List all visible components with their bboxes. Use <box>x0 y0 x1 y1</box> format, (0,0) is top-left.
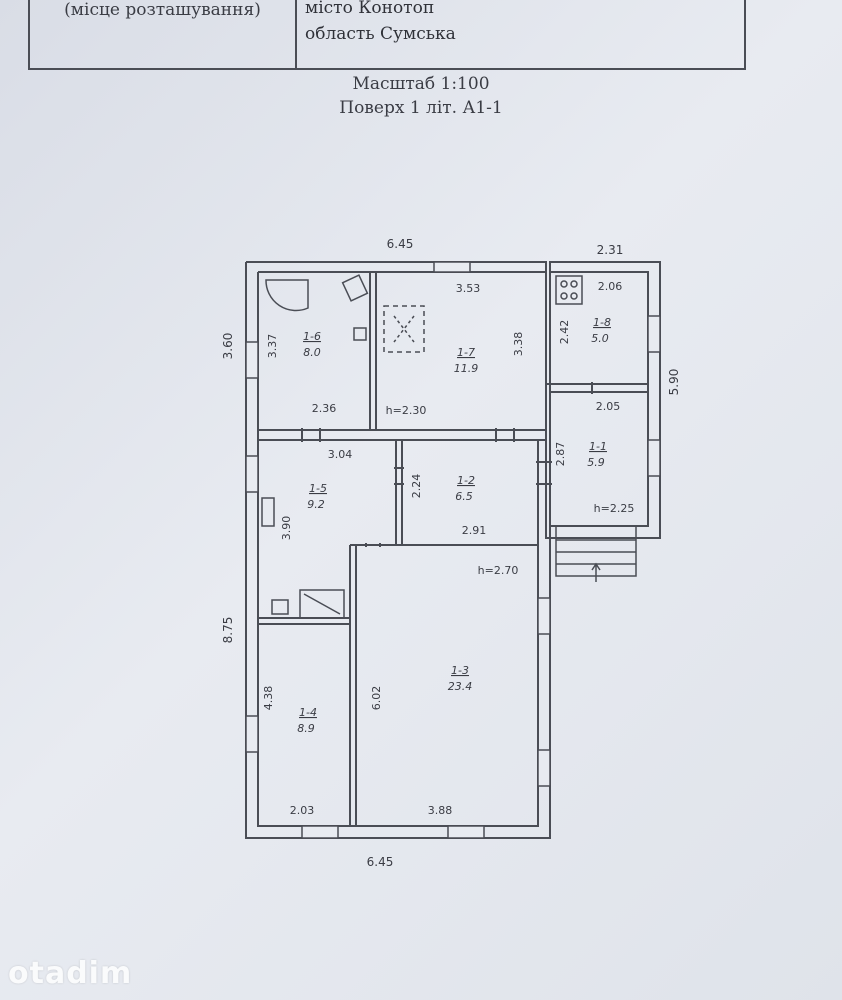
watermark-logo: otadim <box>8 956 133 991</box>
dim-left-upper: 3.60 <box>221 333 235 360</box>
r11-ceiling-height: h=2.25 <box>594 502 635 515</box>
dim-top-right: 2.31 <box>597 243 624 257</box>
r18-width-dim: 2.06 <box>598 280 623 293</box>
region-value: область Сумська <box>305 24 456 44</box>
location-label: (місце розташування) <box>64 0 261 20</box>
outer-wall-top-right <box>246 261 661 539</box>
r13-ceiling-height: h=2.70 <box>478 564 519 577</box>
room-1-8-area: 5.0 <box>591 332 609 345</box>
r11-height-dim: 2.87 <box>554 442 567 467</box>
shower-fixture <box>265 279 309 312</box>
r15-height-dim: 3.90 <box>280 516 293 541</box>
r12-width-dim: 2.91 <box>462 524 487 537</box>
room-1-4-area: 8.9 <box>297 722 315 735</box>
room-1-3-area: 23.4 <box>448 680 473 693</box>
room-1-1-area: 5.9 <box>587 456 605 469</box>
room-1-7-area: 11.9 <box>454 362 479 375</box>
r14-width-dim: 2.03 <box>290 804 315 817</box>
dim-bottom: 6.45 <box>367 855 394 869</box>
sink-fixture <box>353 327 367 341</box>
dim-top-main: 6.45 <box>387 237 414 251</box>
room-1-2-id: 1-2 <box>457 474 475 487</box>
room-1-6-id: 1-6 <box>303 330 321 343</box>
room-1-3-id: 1-3 <box>451 664 469 677</box>
r17-ceiling-height: h=2.30 <box>386 404 427 417</box>
header-divider <box>295 0 297 68</box>
r17-height-dim: 3.38 <box>512 332 525 357</box>
stove-fixture <box>383 305 425 353</box>
r17-width-dim: 3.53 <box>456 282 481 295</box>
cooktop-fixture <box>555 275 583 305</box>
dim-left-total: 8.75 <box>221 617 235 644</box>
room-1-7-id: 1-7 <box>457 346 475 359</box>
r15-width-dim: 3.04 <box>328 448 353 461</box>
room-1-2-area: 6.5 <box>455 490 473 503</box>
porch <box>555 526 637 582</box>
room-1-4-id: 1-4 <box>299 706 317 719</box>
r13-height-dim: 6.02 <box>370 686 383 711</box>
floor-caption: Поверх 1 літ. А1-1 <box>339 98 503 118</box>
wall-15-12 <box>395 440 403 545</box>
r11-width-dim: 2.05 <box>596 400 621 413</box>
city-value: місто Конотоп <box>305 0 435 18</box>
toilet-fixture <box>341 274 369 302</box>
room-1-8-id: 1-8 <box>593 316 611 329</box>
r13-width-dim: 3.88 <box>428 804 453 817</box>
wall-14-top <box>258 617 350 625</box>
room-1-1-id: 1-1 <box>589 440 607 453</box>
r14-height-dim: 4.38 <box>262 686 275 711</box>
outer-wall-left-bottom <box>245 262 551 839</box>
wall-16-17 <box>369 272 377 430</box>
wall-18-11 <box>546 383 648 393</box>
dim-right-total: 5.90 <box>667 369 681 396</box>
header-table: (місце розташування) місто Конотоп облас… <box>28 0 746 70</box>
room-1-5-id: 1-5 <box>309 482 327 495</box>
room-1-6-area: 8.0 <box>303 346 321 359</box>
r16-height-dim: 3.37 <box>266 334 279 359</box>
boiler-fixture <box>261 497 275 527</box>
small-unit-fixture <box>271 599 289 615</box>
wall-13 <box>349 544 538 826</box>
scale-caption: Масштаб 1:100 <box>352 74 490 94</box>
r16-width-dim: 2.36 <box>312 402 337 415</box>
r18-height-dim: 2.42 <box>558 320 571 345</box>
stair-fixture <box>299 589 345 619</box>
r12-height-dim: 2.24 <box>410 474 423 499</box>
room-1-5-area: 9.2 <box>307 498 325 511</box>
